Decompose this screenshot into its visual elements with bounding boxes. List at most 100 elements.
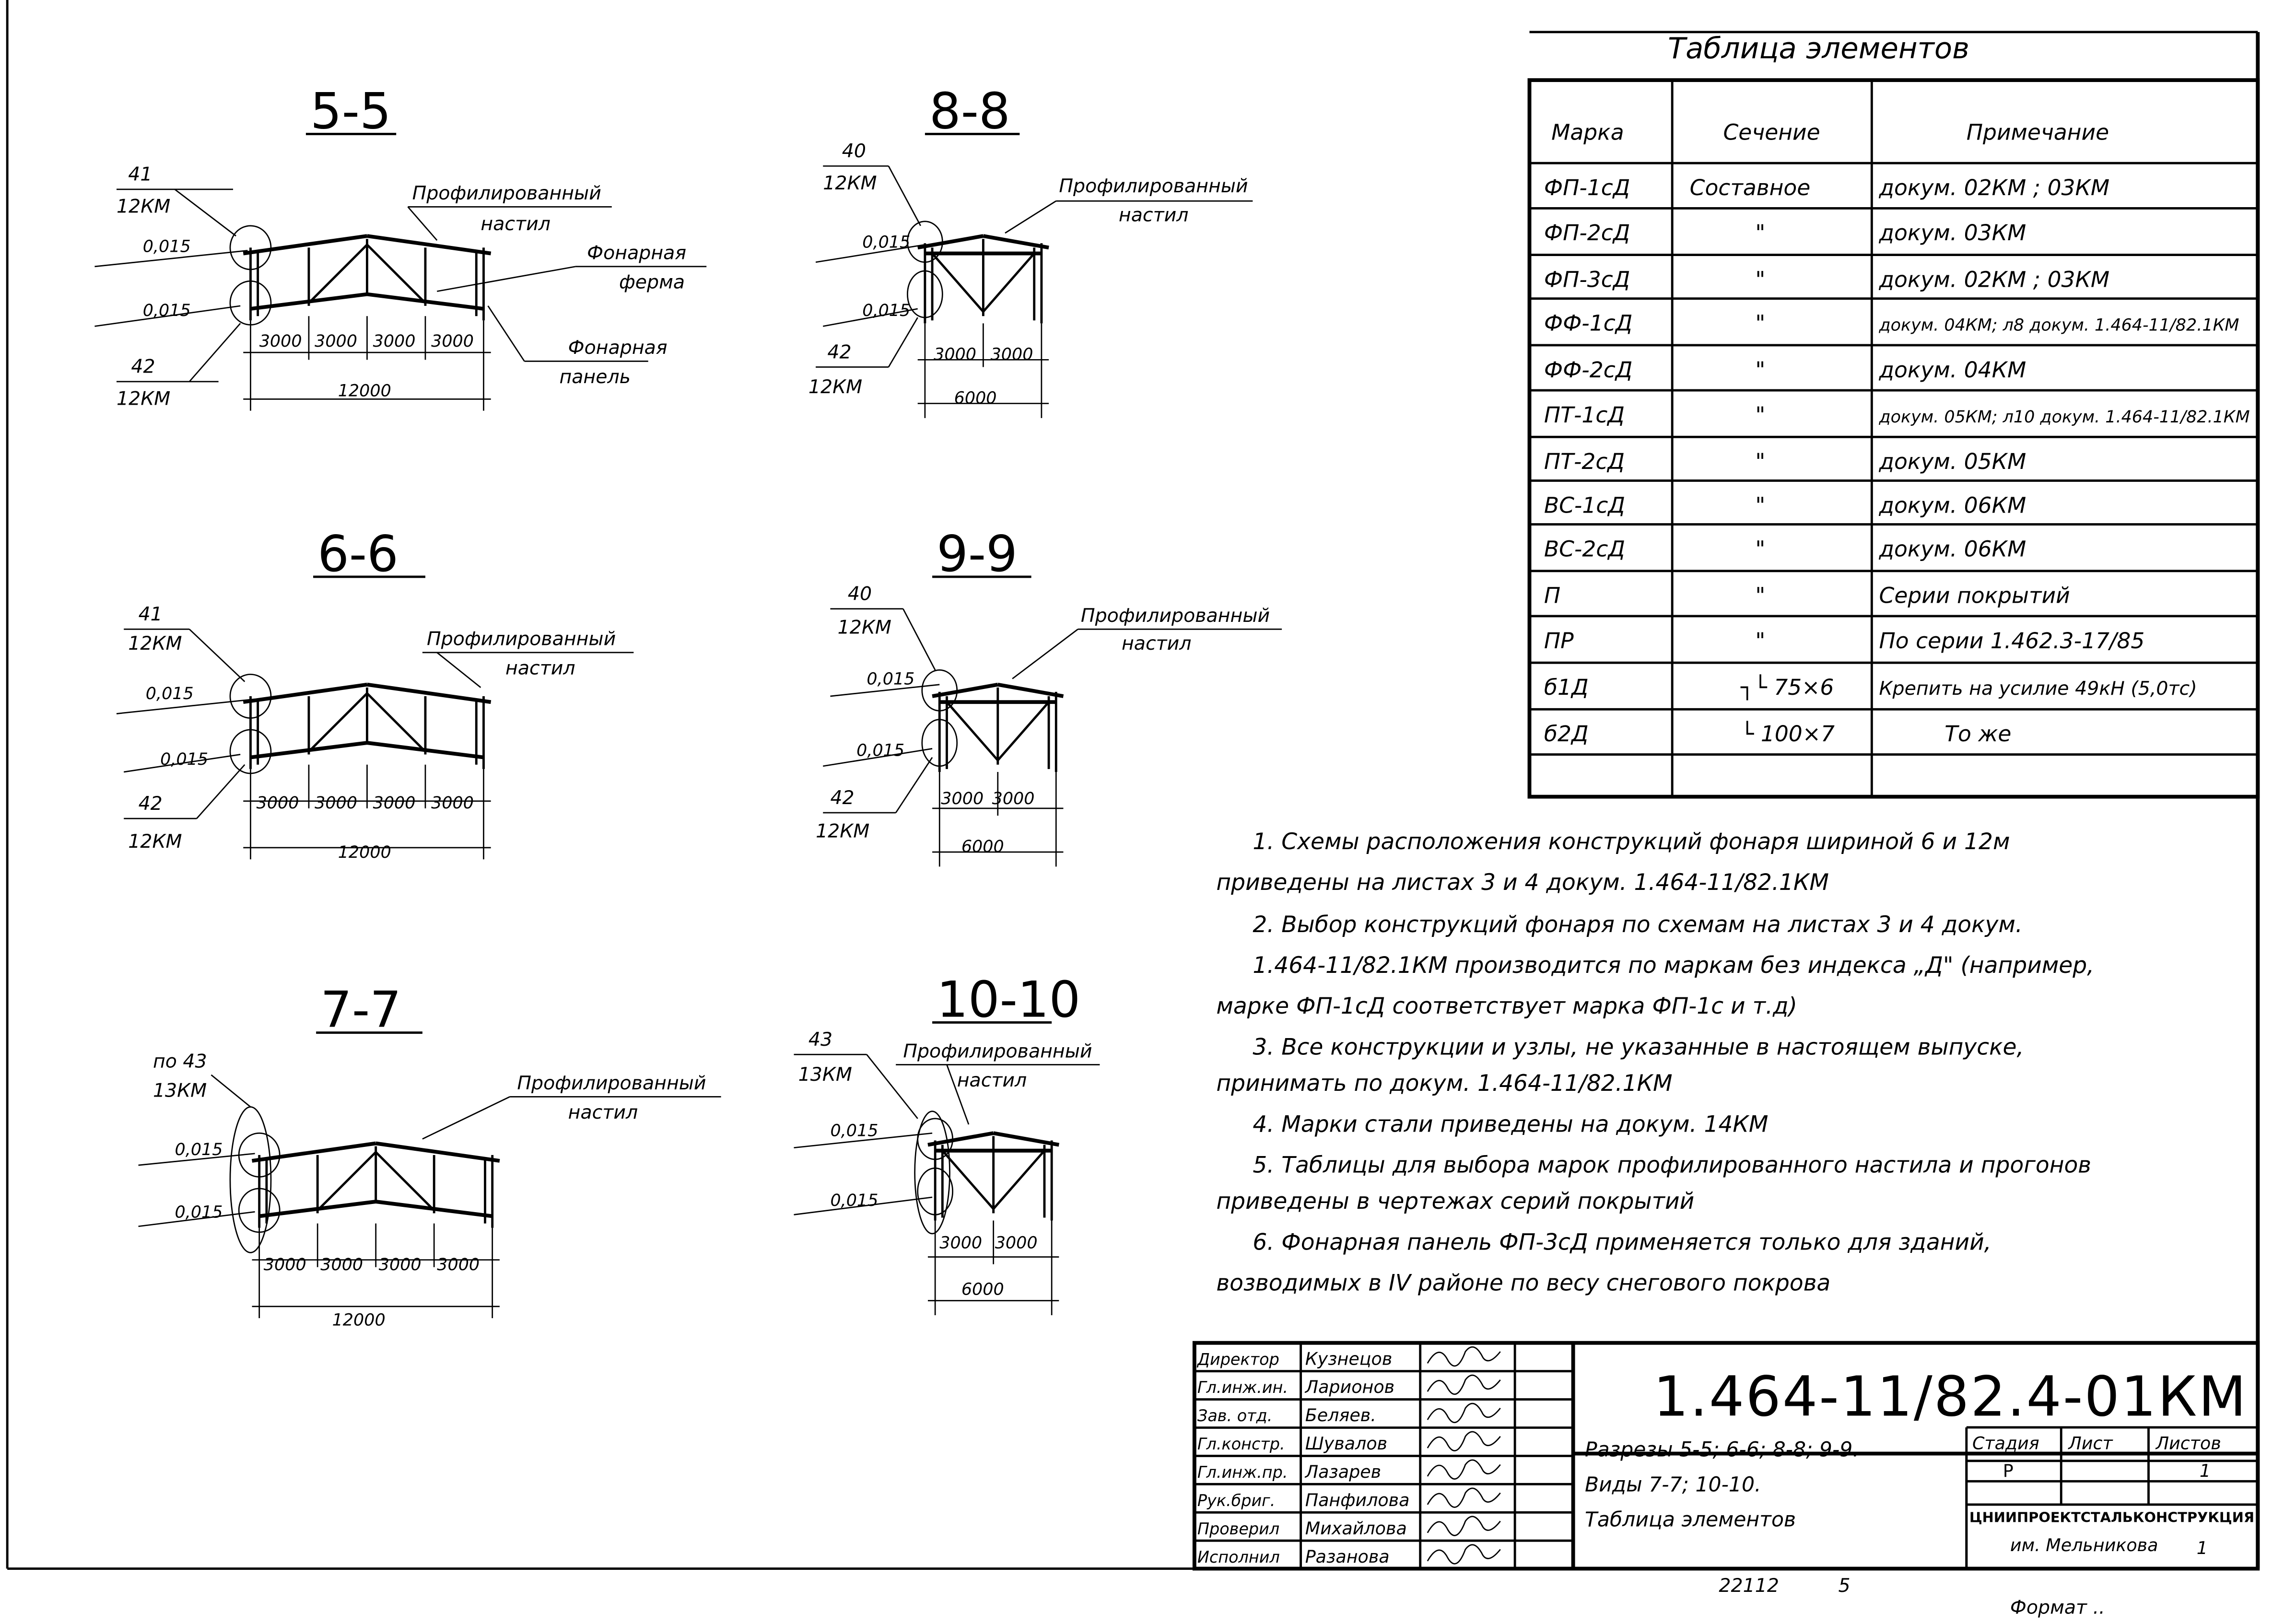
signature: [1427, 1374, 1501, 1395]
cell-section: ": [1755, 220, 1765, 245]
dimension-total: 6000: [961, 837, 1004, 856]
dimension: 3000: [257, 794, 299, 813]
callout-deck: Профилированный: [903, 1040, 1092, 1062]
person-name: Беляев.: [1305, 1405, 1376, 1425]
sheet-ref: 12КМ: [838, 616, 891, 638]
cell-section: ": [1755, 267, 1765, 292]
dimension: 3000: [315, 794, 357, 813]
role-label: Исполнил: [1197, 1548, 1280, 1566]
cell-note: докум. 06КМ: [1879, 492, 2026, 518]
cell-mark: б2Д: [1544, 721, 1589, 747]
table-header-section: Сечение: [1723, 120, 1820, 145]
cell-mark: ВС-1сД: [1544, 492, 1625, 518]
signature: [1427, 1544, 1501, 1565]
person-name: Ларионов: [1304, 1377, 1394, 1397]
note-line: 5. Таблицы для выбора марок профилирован…: [1253, 1152, 2091, 1178]
cell-mark: ВС-2сД: [1544, 536, 1625, 561]
callout-deck: Профилированный: [412, 182, 601, 204]
role-label: Проверил: [1197, 1519, 1279, 1538]
table-row: ВС-1сД"докум. 06КМ: [1544, 492, 2026, 518]
note-line: 2. Выбор конструкций фонаря по схемам на…: [1253, 911, 2022, 938]
section-title: 8-8: [929, 82, 1010, 140]
cell-section: ": [1755, 449, 1765, 474]
cell-mark: ПТ-1сД: [1544, 402, 1625, 428]
callout-deck-2: настил: [1119, 204, 1189, 226]
cell-mark: ФФ-2сД: [1544, 357, 1632, 383]
person-name: Шувалов: [1305, 1433, 1387, 1454]
sheet-ref: 12КМ: [823, 172, 877, 194]
section-10-10: 10-10 43 13КМ 0,015 0,015 Профилированны…: [794, 971, 1100, 1315]
signature: [1427, 1459, 1501, 1480]
dimension: 3000: [991, 345, 1033, 364]
mark-label: 40: [848, 583, 872, 605]
note-line: 6. Фонарная панель ФП-3сД применяется то…: [1253, 1229, 1991, 1255]
section-title: 9-9: [937, 526, 1018, 583]
callout-deck-2: настил: [568, 1101, 638, 1123]
sheet-description: Таблица элементов: [1585, 1508, 1796, 1531]
elements-table: Таблица элементов Марка Сечение Примечан…: [1527, 32, 2260, 799]
stage-label: Стадия: [1972, 1433, 2039, 1453]
mark-label: 42: [139, 793, 163, 815]
dimension: 3000: [437, 1255, 480, 1274]
cell-mark: ФФ-1сД: [1544, 311, 1632, 336]
person-name: Панфилова: [1305, 1490, 1410, 1510]
mark-label: по 43: [153, 1051, 207, 1073]
section-5-5: 5-5 41 12КМ 0,015 0,015 42 12КМ Профилир…: [94, 82, 707, 410]
dimension: 3000: [320, 1255, 363, 1274]
dimension: 3000: [934, 345, 976, 364]
elevation-label: 0,015: [862, 233, 910, 252]
elevation-label: 0,015: [830, 1121, 878, 1140]
dimension: 3000: [995, 1233, 1038, 1252]
role-label: Зав. отд.: [1197, 1406, 1272, 1425]
person-name: Разанова: [1305, 1546, 1390, 1567]
mark-label: 42: [131, 356, 155, 378]
dimension: 3000: [373, 794, 416, 813]
cell-section: ": [1755, 536, 1765, 561]
section-title: 7-7: [320, 981, 401, 1039]
mark-label: 42: [827, 341, 851, 363]
dimension: 3000: [431, 332, 474, 351]
notes: 1. Схемы расположения конструкций фонаря…: [1216, 829, 2094, 1296]
format-label: Формат ..: [2010, 1597, 2105, 1619]
signature: [1427, 1402, 1501, 1423]
dimension-total: 12000: [332, 1310, 386, 1330]
page-number: 5: [1838, 1575, 1850, 1597]
cell-note: По серии 1.462.3-17/85: [1879, 628, 2145, 654]
sheets-value: 1: [2200, 1460, 2211, 1481]
sheet-label: Лист: [2067, 1433, 2113, 1453]
note-line: приведены на листах 3 и 4 докум. 1.464-1…: [1216, 869, 1829, 896]
dimension: 3000: [379, 1255, 422, 1274]
table-row: ПТ-1сД"докум. 05КМ; л10 докум. 1.464-11/…: [1544, 402, 2250, 428]
section-9-9: 9-9 40 12КМ 0,015 0,015 42 12КМ Профилир…: [816, 526, 1282, 867]
dimension: 3000: [315, 332, 357, 351]
cell-mark: ФП-2сД: [1544, 220, 1630, 245]
cell-note: докум. 03КМ: [1879, 220, 2026, 245]
sheet-ref: 13КМ: [153, 1079, 207, 1101]
dimension-total: 12000: [338, 381, 391, 400]
signature: [1427, 1516, 1501, 1536]
elevation-label: 0,015: [146, 684, 194, 703]
cell-mark: ПР: [1544, 628, 1574, 654]
table-row: П"Серии покрытий: [1544, 583, 2070, 608]
section-6-6: 6-6 41 12КМ 0,015 0,015 42 12КМ Профилир…: [116, 526, 634, 862]
table-title: Таблица элементов: [1668, 32, 1969, 66]
cell-mark: ФП-1сД: [1544, 175, 1630, 200]
document-code: 1.464-11/82.4-01КМ: [1653, 1365, 2248, 1429]
elevation-label: 0,015: [160, 750, 208, 769]
signature-row: Гл.инж.пр.Лазарев: [1197, 1459, 1501, 1482]
note-line: 1.464-11/82.1КМ производится по маркам б…: [1253, 952, 2094, 979]
callout-truss: Фонарная: [587, 242, 686, 264]
elevation-label: 0,015: [143, 237, 191, 257]
signature-row: Гл.констр.Шувалов: [1197, 1431, 1501, 1454]
organization-2: им. Мельникова: [2010, 1535, 2158, 1555]
table-row: ПТ-2сД"докум. 05КМ: [1544, 449, 2026, 474]
cell-note: докум. 04КМ; л8 докум. 1.464-11/82.1КМ: [1879, 316, 2239, 335]
role-label: Рук.бриг.: [1197, 1491, 1275, 1510]
note-line: принимать по докум. 1.464-11/82.1КМ: [1216, 1070, 1672, 1097]
elevation-label: 0,015: [867, 670, 914, 689]
table-row: ФФ-2сД"докум. 04КМ: [1544, 357, 2026, 383]
